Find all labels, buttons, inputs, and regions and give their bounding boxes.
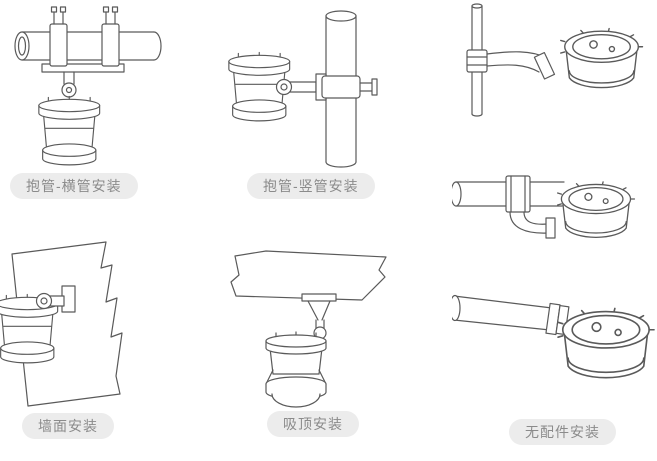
pipe-clamp-vertical-illustration (228, 10, 378, 168)
device-icon (557, 307, 655, 379)
dome-lens (271, 393, 321, 408)
label-pipe-vertical: 抱管-竖管安装 (247, 173, 375, 199)
band-clamp (321, 75, 361, 99)
label-pipe-horizontal: 抱管-横管安装 (10, 173, 138, 199)
device-icon (265, 331, 327, 408)
wall-bracket-illustration (0, 241, 123, 407)
ceiling-surface (230, 250, 387, 301)
hanger-legs (307, 300, 331, 321)
conduit-coupling (545, 217, 556, 239)
label-no-accessory: 无配件安装 (509, 419, 616, 445)
bracket-arm (287, 81, 317, 93)
label-ceiling-mount: 吸顶安装 (267, 411, 359, 437)
pipe-tee-conduit-illustration (452, 175, 636, 239)
label-wall-mount: 墙面安装 (22, 413, 114, 439)
ceiling-bracket-illustration (230, 250, 387, 408)
wall-surface (11, 241, 123, 407)
conduit-coupling (533, 51, 556, 80)
device-icon (38, 95, 101, 166)
device-icon (560, 27, 644, 89)
device-icon (556, 181, 636, 238)
pipe-clamp-horizontal-illustration (14, 6, 162, 166)
u-bolt-clamps (49, 6, 120, 67)
pole-elbow-conduit-illustration (466, 3, 644, 117)
ceiling-plate (301, 293, 337, 302)
clamp-plate (41, 63, 125, 73)
pole-fitting (466, 49, 488, 73)
direct-pipe-mount-illustration (452, 294, 655, 379)
tee-fitting (505, 175, 531, 213)
